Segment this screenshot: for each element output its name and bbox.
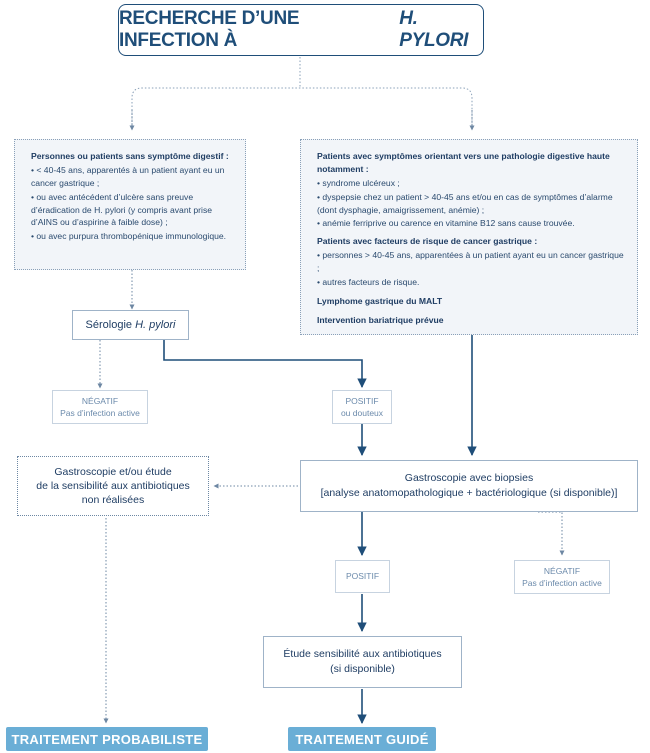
arrow-serologie-to-positif [163,338,367,388]
etude-title: Étude sensibilité aux antibiotiques [283,647,442,660]
positif-label: POSITIF [345,395,379,406]
left-criteria-panel: Personnes ou patients sans symptôme dige… [14,139,246,270]
etude-sensibilite-box: Étude sensibilité aux antibiotiques (si … [263,636,462,688]
title-split-connector [131,57,473,128]
non-realisees-line: non réalisées [81,494,145,507]
etude-detail: (si disponible) [330,663,395,675]
right-panel-item: syndrome ulcéreux ; [317,177,627,190]
left-panel-heading: Personnes ou patients sans symptôme dige… [31,151,229,161]
gastroscopie-non-realisees-box: Gastroscopie et/ou étude de la sensibili… [17,456,209,516]
left-panel-item: ou avec antécédent d’ulcère sans preuve … [31,191,235,230]
left-panel-item: ou avec purpura thrombopénique immunolog… [31,230,235,243]
gastroscopie-detail: [analyse anatomopathologique + bactériol… [320,487,618,499]
right-panel-item: dyspepsie chez un patient > 40-45 ans et… [317,191,627,217]
negatif-detail: Pas d’infection active [60,408,140,418]
serologie-emphasis: H. pylori [135,319,176,331]
non-realisees-line: de la sensibilité aux antibiotiques [36,479,190,492]
gastroscopie-biopsies-box: Gastroscopie avec biopsies [analyse anat… [300,460,638,512]
negatif-box-serologie: NÉGATIF Pas d’infection active [52,390,148,424]
non-realisees-line: Gastroscopie et/ou étude [54,465,172,478]
right-panel-heading-2: Patients avec facteurs de risque de canc… [317,236,538,247]
title-prefix: RECHERCHE D’UNE INFECTION À [119,8,300,51]
title-emphasis: H. PYLORI [399,8,469,51]
right-criteria-panel: Patients avec symptômes orientant vers u… [300,139,638,335]
negatif-box-biopsie: NÉGATIF Pas d’infection active [514,560,610,594]
negatif-detail: Pas d’infection active [522,578,602,588]
negatif-label: NÉGATIF [81,395,119,406]
right-panel-lymphome: Lymphome gastrique du MALT [317,295,443,306]
positif-box-biopsie: POSITIF [335,560,390,593]
right-panel-item: autres facteurs de risque. [317,276,627,289]
traitement-guide: TRAITEMENT GUIDÉ [288,727,436,751]
negatif-label: NÉGATIF [543,565,581,576]
right-panel-heading-1: Patients avec symptômes orientant vers u… [317,151,610,174]
diagram-title: RECHERCHE D’UNE INFECTION À H. PYLORI [118,4,484,56]
positif-label: POSITIF [345,571,380,582]
arrow-gastroscopie-to-negatif [538,511,565,556]
serologie-label: Sérologie [85,319,133,331]
left-panel-item: < 40-45 ans, apparentés à un patient aya… [31,164,235,190]
serologie-box: Sérologie H. pylori [72,310,189,340]
traitement-probabiliste: TRAITEMENT PROBABILISTE [6,727,208,751]
gastroscopie-title: Gastroscopie avec biopsies [404,471,534,484]
right-panel-item: anémie ferriprive ou carence en vitamine… [317,217,627,230]
positif-box-serologie: POSITIF ou douteux [332,390,392,424]
right-panel-item: personnes > 40-45 ans, apparentées à un … [317,249,627,275]
right-panel-bariatrique: Intervention bariatrique prévue [317,314,444,325]
positif-detail: ou douteux [340,408,384,418]
